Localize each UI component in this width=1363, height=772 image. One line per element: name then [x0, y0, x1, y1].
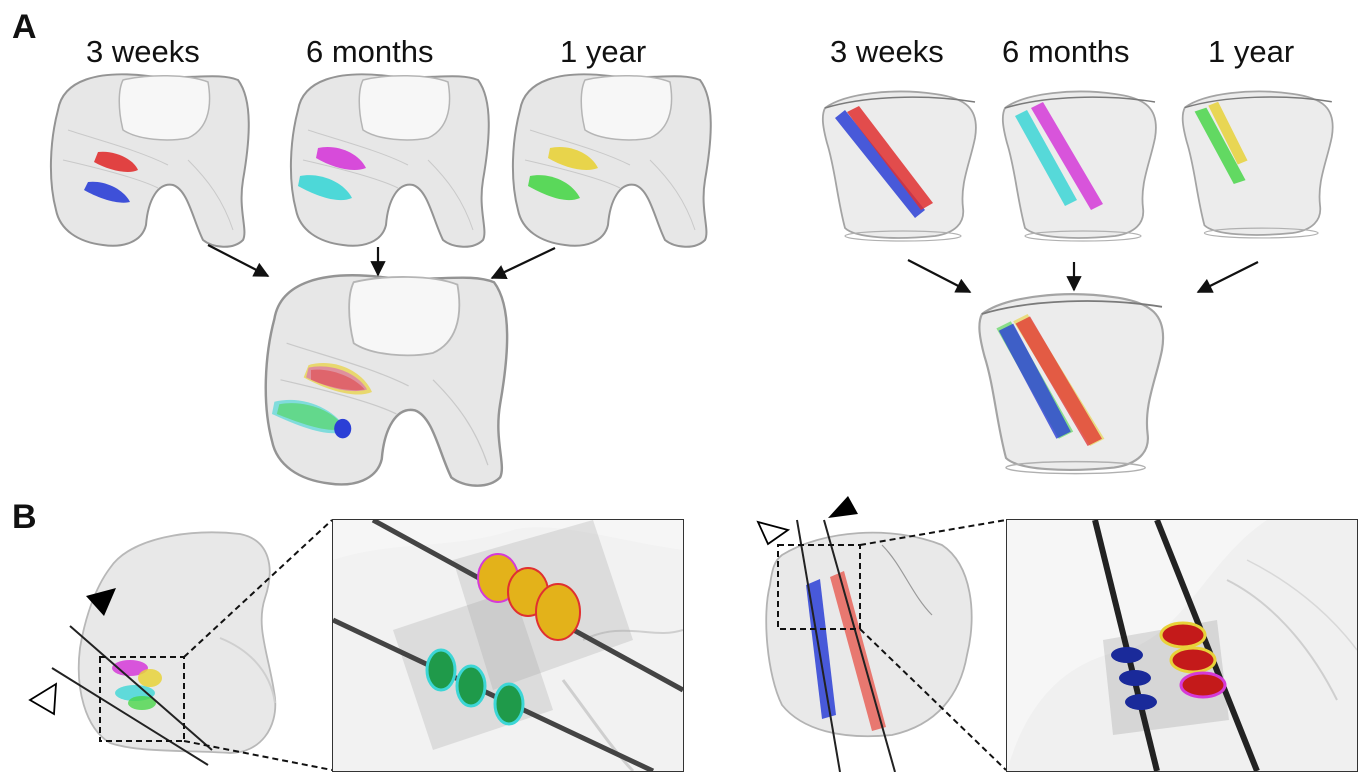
- section-ring: [1125, 694, 1157, 710]
- femur-1-year: [513, 74, 711, 246]
- section-ring: [495, 684, 523, 724]
- open-triangle-marker: [758, 522, 788, 544]
- arrow-tibia-3w: [908, 260, 970, 292]
- femur-inset: [332, 519, 684, 772]
- section-ring: [1161, 623, 1205, 647]
- tibia-inset: [1006, 519, 1358, 772]
- tibia-6-months: [1003, 92, 1156, 241]
- femur-3-weeks: [51, 74, 249, 246]
- section-ring: [1111, 647, 1143, 663]
- femur-overlay: [266, 275, 507, 485]
- section-ring: [1171, 648, 1215, 672]
- zoom-connector: [184, 741, 332, 770]
- tibia-3-weeks: [823, 92, 976, 241]
- section-ring: [1181, 673, 1225, 697]
- section-ring: [1119, 670, 1151, 686]
- arrow-tibia-1y: [1198, 262, 1258, 292]
- femur-6-months: [291, 74, 489, 246]
- filled-triangle-marker: [828, 496, 858, 518]
- open-triangle-marker: [30, 684, 56, 714]
- section-ring: [457, 666, 485, 706]
- arrow-femur-3w: [208, 245, 268, 276]
- tibia-1-year: [1183, 91, 1333, 237]
- section-ring: [536, 584, 580, 640]
- section-ring: [427, 650, 455, 690]
- tibia-overlay: [979, 294, 1163, 473]
- arrow-femur-1y: [492, 248, 555, 278]
